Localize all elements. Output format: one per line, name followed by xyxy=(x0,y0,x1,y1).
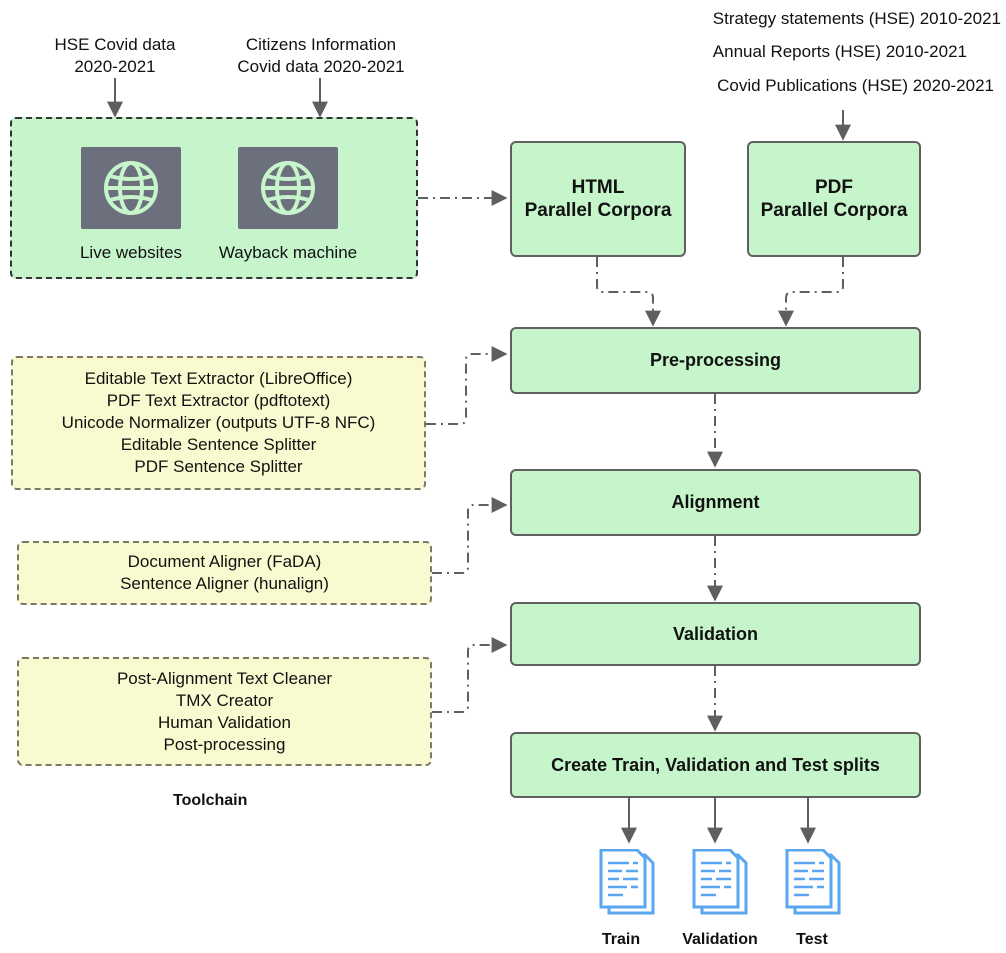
tool-item: PDF Text Extractor (pdftotext) xyxy=(106,391,331,410)
document-stack-icon xyxy=(599,849,655,915)
live-websites-label: Live websites xyxy=(79,243,183,262)
live-websites-tile xyxy=(81,147,181,229)
pdf-corpora-line1: PDF xyxy=(815,177,853,198)
output-train-label: Train xyxy=(601,931,641,948)
source-hse-covid-line1: HSE Covid data xyxy=(54,35,176,54)
stage-alignment: Alignment xyxy=(510,469,921,536)
wayback-machine-tile xyxy=(238,147,338,229)
tool-item: Post-processing xyxy=(163,734,286,754)
document-stack-icon xyxy=(785,849,841,915)
tool-item: PDF Sentence Splitter xyxy=(134,457,303,476)
source-covid-publications: Covid Publications (HSE) 2020-2021 xyxy=(717,76,994,95)
tool-item: Post-Alignment Text Cleaner xyxy=(116,668,333,688)
tool-item: Sentence Aligner (hunalign) xyxy=(120,574,329,593)
output-validation-label: Validation xyxy=(682,931,758,948)
tool-item: Editable Sentence Splitter xyxy=(120,435,317,454)
pdf-corpora-line2: Parallel Corpora xyxy=(760,200,908,221)
arrow-tools-to-validation xyxy=(432,637,508,713)
source-hse-covid: HSE Covid data 2020-2021 xyxy=(35,34,195,78)
web-crawl-group: Live websites Wayback machine xyxy=(10,117,418,279)
html-parallel-corpora: HTML Parallel Corpora xyxy=(510,141,686,257)
globe-icon xyxy=(261,161,315,215)
source-annual-reports: Annual Reports (HSE) 2010-2021 xyxy=(712,42,967,61)
tool-item: Document Aligner (FaDA) xyxy=(127,552,322,571)
wayback-machine-label: Wayback machine xyxy=(218,243,358,262)
tool-item: Unicode Normalizer (outputs UTF-8 NFC) xyxy=(61,413,376,432)
tool-item: Human Validation xyxy=(158,712,291,732)
html-corpora-line1: HTML xyxy=(571,177,625,198)
pdf-parallel-corpora: PDF Parallel Corpora xyxy=(747,141,921,257)
arrow-html-to-preprocessing xyxy=(596,257,661,327)
html-corpora-line2: Parallel Corpora xyxy=(524,200,672,221)
tool-item: TMX Creator xyxy=(175,690,274,710)
toolchain-caption: Toolchain xyxy=(173,792,248,809)
source-citizens-line1: Citizens Information xyxy=(245,35,397,54)
output-test-label: Test xyxy=(796,931,828,948)
arrow-pdf-to-preprocessing xyxy=(778,257,844,327)
source-citizens-line2: Covid data 2020-2021 xyxy=(237,57,405,76)
globe-icon xyxy=(104,161,158,215)
document-stack-icon xyxy=(692,849,748,915)
stage-create-splits: Create Train, Validation and Test splits xyxy=(510,732,921,798)
source-strategy-statements: Strategy statements (HSE) 2010-2021 xyxy=(712,9,1001,28)
toolchain-validation: Post-Alignment Text Cleaner TMX Creator … xyxy=(17,657,432,766)
arrow-tools-to-alignment xyxy=(432,497,508,574)
arrow-tools-to-preprocessing xyxy=(426,346,508,425)
stage-preprocessing: Pre-processing xyxy=(510,327,921,394)
source-hse-covid-line2: 2020-2021 xyxy=(74,57,156,76)
tool-item: Editable Text Extractor (LibreOffice) xyxy=(84,369,353,388)
toolchain-alignment: Document Aligner (FaDA) Sentence Aligner… xyxy=(17,541,432,605)
toolchain-preprocessing: Editable Text Extractor (LibreOffice) PD… xyxy=(11,356,426,490)
source-citizens-information: Citizens Information Covid data 2020-202… xyxy=(214,34,428,78)
stage-validation: Validation xyxy=(510,602,921,666)
